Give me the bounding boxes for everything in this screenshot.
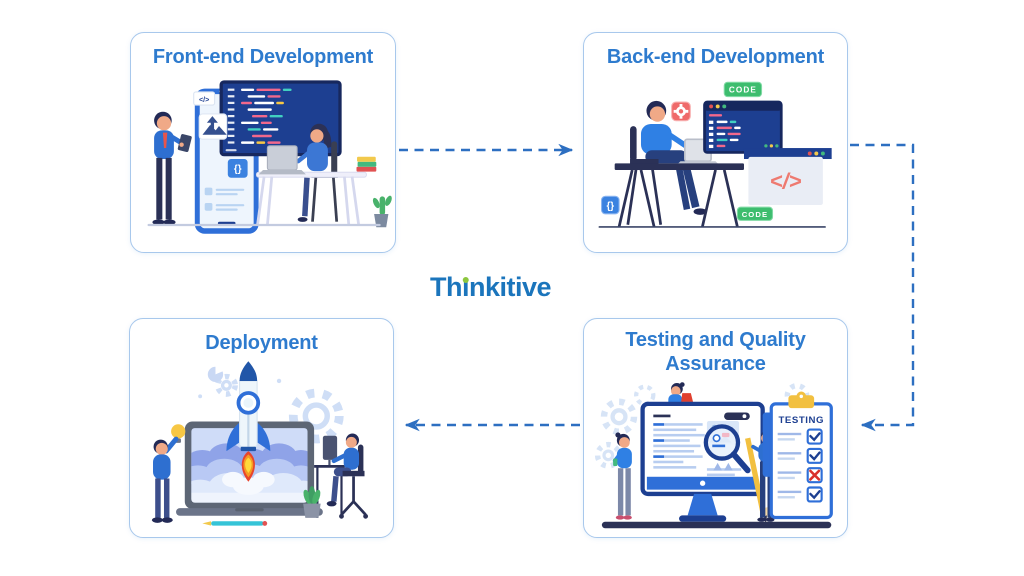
card-frontend: Front-end Development	[130, 32, 396, 253]
clipboard-title-text: TESTING	[779, 415, 824, 426]
magnifier-icon	[703, 424, 751, 474]
card-title-deployment: Deployment	[205, 332, 318, 354]
testing-clipboard: TESTING	[762, 391, 833, 520]
testing-illustration: TESTING	[594, 382, 833, 529]
backend-braces-text: {}	[606, 200, 614, 211]
frontend-tag-text: </>	[199, 95, 209, 103]
deployment-illustration	[151, 360, 369, 526]
card-testing: Testing and Quality Assurance	[583, 318, 848, 538]
checklist-row-4	[777, 486, 823, 503]
laptop-launch-icon	[176, 421, 323, 516]
frontend-braces-text: {}	[234, 164, 242, 175]
code-tag-panel-icon: </>	[743, 147, 832, 205]
card-deployment: Deployment	[129, 318, 394, 538]
logo-suffix: nkitive	[469, 272, 552, 302]
card-backend: Back-end Development	[583, 32, 848, 253]
braces-badge-icon: {}	[600, 195, 620, 214]
books-stack-icon	[356, 156, 377, 172]
laptop-icon	[258, 144, 306, 174]
sparkle-dot	[276, 378, 282, 383]
backend-illustration: </> CODE CODE	[598, 81, 832, 228]
logo-prefix: Th	[430, 272, 463, 302]
developer-at-desk-figure	[296, 123, 339, 222]
code-badge-top-text: CODE	[729, 85, 757, 94]
gear-background-icon	[214, 373, 344, 444]
desk-icon	[614, 162, 744, 227]
desk-icon	[255, 171, 367, 225]
workstation-man-figure	[314, 433, 369, 519]
sparkle-dot	[198, 393, 203, 398]
woman-standing-figure	[612, 432, 632, 520]
gear-badge-icon	[671, 101, 691, 121]
code-tag-icon: </>	[193, 90, 216, 106]
code-badge-bottom-text: CODE	[742, 210, 769, 219]
image-upload-icon	[198, 112, 228, 140]
idea-man-figure	[151, 423, 186, 523]
potted-plant-icon	[303, 485, 321, 518]
backend-tag-text: </>	[770, 168, 802, 193]
logo-green-dot-icon	[462, 276, 469, 283]
code-badge-bottom: CODE	[736, 206, 774, 221]
code-badge-top: CODE	[723, 81, 763, 97]
arrow-backend-to-testing	[850, 143, 915, 432]
frontend-illustration: </> {}	[147, 79, 392, 234]
checklist-row-1	[777, 428, 823, 445]
pencil-icon	[202, 520, 268, 526]
card-title-testing: Testing and Quality Assurance	[625, 329, 806, 375]
developer-seated-figure	[626, 100, 707, 225]
checklist-row-3	[777, 467, 823, 484]
pie-chart-icon	[207, 365, 224, 382]
logo-letter-i: ı	[462, 272, 470, 302]
rocket-icon	[222, 360, 275, 495]
braces-badge-icon: {}	[227, 158, 248, 178]
code-window-icon	[703, 100, 783, 154]
card-title-backend: Back-end Development	[606, 46, 825, 68]
cactus-plant-icon	[372, 195, 392, 227]
developer-standing-figure	[152, 111, 192, 225]
card-title-frontend: Front-end Development	[152, 46, 374, 68]
checklist-row-2	[777, 448, 823, 465]
ground-bar	[601, 521, 832, 529]
